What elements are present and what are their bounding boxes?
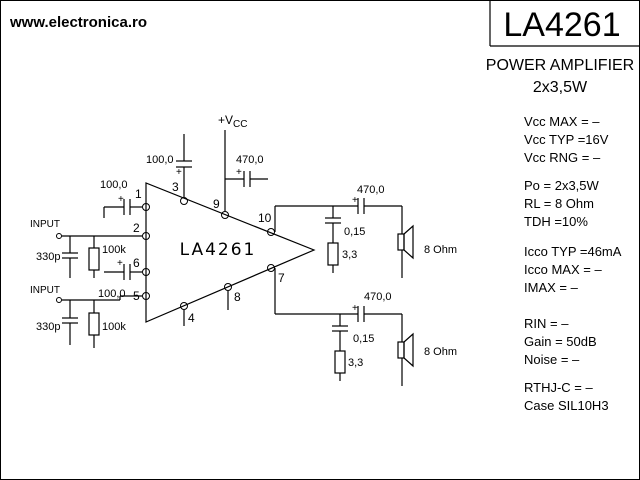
speaker-bottom-label: 8 Ohm — [424, 346, 457, 358]
output-top-network: + 470,0 0,15 3,3 8 Ohm — [274, 184, 457, 278]
cap-pin9-value: 470,0 — [236, 154, 264, 166]
svg-text:+: + — [352, 303, 358, 314]
spec-thd: TDH =10% — [524, 214, 588, 229]
input-bottom-network: INPUT 330p 100k 100,0 — [30, 285, 142, 348]
subtitle-power-amplifier: POWER AMPLIFIER — [486, 57, 634, 74]
spec-vcc-typ: Vcc TYP =16V — [524, 132, 609, 147]
spec-noise: Noise = – — [524, 352, 580, 367]
capacitor-pin6: + — [104, 258, 142, 280]
pin-4-label: 4 — [188, 311, 195, 325]
res-100k-top: 100k — [102, 244, 126, 256]
ground-leads — [183, 291, 229, 326]
chip-title: LA4261 — [503, 6, 620, 44]
cap-330p-top: 330p — [36, 251, 60, 263]
website-url: www.electronica.ro — [9, 14, 147, 31]
cap-pin5-value: 100,0 — [98, 288, 126, 300]
spec-rthj: RTHJ-C = – — [524, 380, 594, 395]
vcc-network: +VCC + 470,0 — [218, 113, 268, 211]
output-bottom-network: + 470,0 0,15 3,3 8 Ohm — [274, 268, 457, 386]
spec-icco-typ: Icco TYP =46mA — [524, 244, 622, 259]
pin-10-label: 10 — [258, 211, 272, 225]
res-100k-bottom: 100k — [102, 321, 126, 333]
svg-text:+: + — [352, 195, 358, 206]
spec-gain: Gain = 50dB — [524, 334, 597, 349]
pin-7-label: 7 — [278, 271, 285, 285]
cap-out-bottom-value: 470,0 — [364, 291, 392, 303]
res-33-top: 3,3 — [342, 249, 357, 261]
cap-330p-bottom: 330p — [36, 321, 60, 333]
svg-text:+: + — [118, 194, 124, 205]
svg-text:+: + — [176, 167, 182, 178]
cap-pin1-value: 100,0 — [100, 179, 128, 191]
input-top-label: INPUT — [30, 219, 60, 230]
cap-out-top-value: 470,0 — [357, 184, 385, 196]
pin-9-label: 9 — [213, 197, 220, 211]
pin-6-label: 6 — [133, 256, 140, 270]
subtitle-power-rating: 2x3,5W — [533, 79, 588, 96]
spec-po: Po = 2x3,5W — [524, 178, 600, 193]
input-bottom-label: INPUT — [30, 285, 60, 296]
spec-rl: RL = 8 Ohm — [524, 196, 594, 211]
spec-imax: IMAX = – — [524, 280, 579, 295]
speaker-top-label: 8 Ohm — [424, 244, 457, 256]
spec-icco-max: Icco MAX = – — [524, 262, 602, 277]
chip-label: LA4261 — [180, 240, 257, 260]
cap-pin3-value: 100,0 — [146, 154, 174, 166]
cap-015-top: 0,15 — [344, 226, 365, 238]
cap-015-bottom: 0,15 — [353, 333, 374, 345]
capacitor-pin1: + 100,0 — [100, 179, 142, 218]
spec-vcc-rng: Vcc RNG = – — [524, 150, 601, 165]
pin-2-label: 2 — [133, 221, 140, 235]
svg-text:+: + — [236, 167, 242, 178]
pin-8-label: 8 — [234, 290, 241, 304]
spec-case: Case SIL10H3 — [524, 398, 609, 413]
vcc-label: +VCC — [218, 113, 247, 130]
res-33-bottom: 3,3 — [348, 357, 363, 369]
pin-3-label: 3 — [172, 180, 179, 194]
pin-1-label: 1 — [135, 187, 142, 201]
input-top-network: INPUT 330p 100k — [30, 219, 142, 278]
svg-text:+: + — [117, 258, 123, 269]
capacitor-pin3: + 100,0 — [146, 134, 192, 197]
title-box: LA4261 — [489, 0, 640, 47]
amplifier-triangle: LA4261 — [145, 182, 316, 323]
spec-rin: RIN = – — [524, 316, 569, 331]
spec-vcc-max: Vcc MAX = – — [524, 114, 600, 129]
spec-list: Vcc MAX = – Vcc TYP =16V Vcc RNG = – Po … — [524, 114, 622, 413]
